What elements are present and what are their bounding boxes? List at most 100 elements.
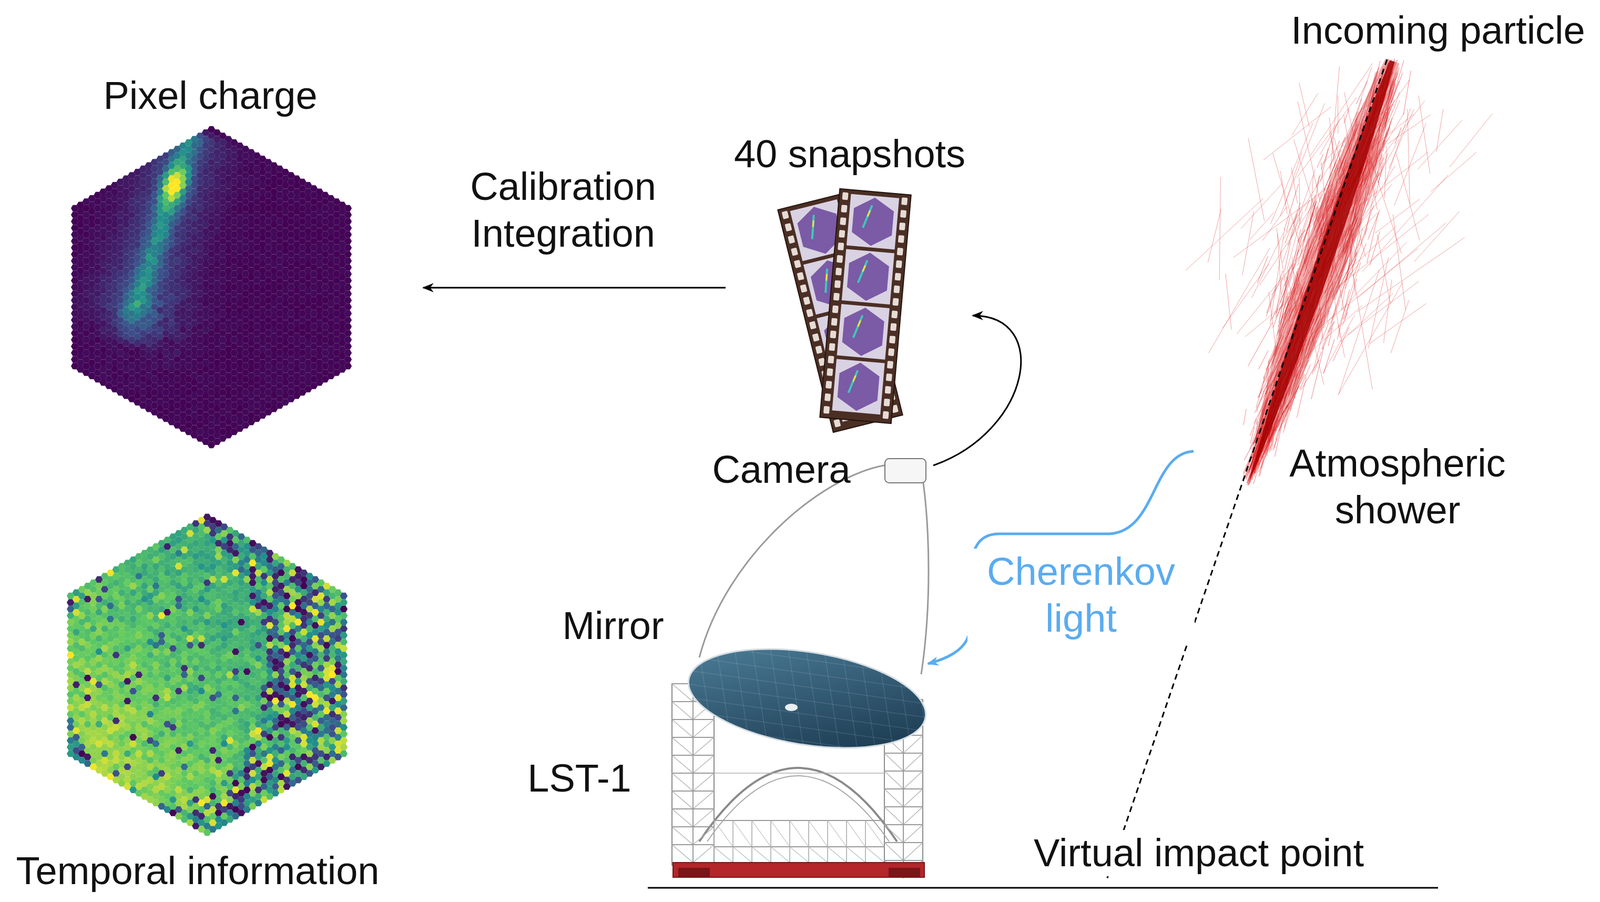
truss-beam — [692, 683, 694, 865]
frame-streak — [853, 314, 863, 339]
connector-arrow — [933, 315, 1022, 466]
particle-track — [1284, 152, 1302, 206]
particle-track — [1305, 200, 1310, 212]
node-heading: Temporal information — [16, 847, 380, 895]
frame-camera — [850, 195, 895, 248]
figure-node: 40 snapshots — [725, 128, 973, 421]
sprocket-hole — [827, 355, 834, 364]
particle-track — [1285, 202, 1301, 244]
facet-line — [928, 630, 950, 768]
particle-track — [1391, 73, 1403, 104]
particle-track — [1317, 154, 1324, 168]
truss-beam — [903, 824, 923, 843]
particle-track — [1273, 328, 1280, 356]
truss-beam — [789, 846, 809, 863]
truss-beam — [864, 820, 866, 863]
particle-track — [1357, 182, 1367, 209]
sprocket-hole — [837, 242, 844, 251]
truss-beam — [903, 842, 923, 861]
frame-camera — [841, 306, 886, 358]
particle-track — [1374, 199, 1420, 234]
sprocket-hole — [882, 411, 890, 420]
sprocket-hole — [839, 217, 847, 226]
sprocket-hole — [884, 385, 892, 394]
truss-beam — [884, 770, 904, 789]
particle-track — [1257, 256, 1268, 283]
frame-camera — [846, 250, 891, 303]
truss-beam — [732, 820, 734, 863]
figure-node: Mirror — [554, 599, 929, 758]
truss-beam — [714, 772, 885, 774]
particle-track — [1262, 206, 1288, 241]
node-heading: Mirror — [562, 602, 664, 650]
truss-beam — [714, 846, 733, 863]
truss-beam — [903, 806, 923, 825]
particle-track — [1240, 183, 1282, 229]
truss-beam — [714, 846, 885, 848]
figure-node: Atmospheric shower — [1193, 55, 1525, 537]
particle-track — [1225, 273, 1232, 330]
frame — [837, 303, 890, 360]
sprocket-hole — [828, 342, 835, 351]
particle-track — [1341, 111, 1358, 147]
truss-beam — [827, 846, 847, 863]
sprocket-hole — [894, 272, 902, 281]
frame — [841, 248, 895, 305]
truss-beam — [865, 820, 885, 847]
truss-beam — [751, 820, 753, 863]
particle-track — [1344, 272, 1351, 290]
particle-track — [1291, 229, 1301, 271]
particle-track — [1325, 184, 1333, 211]
frame-streak — [806, 215, 820, 240]
truss-beam — [671, 755, 694, 773]
truss-beam — [884, 788, 904, 807]
particle-track — [1403, 70, 1411, 115]
particle-track — [1394, 127, 1402, 144]
particle-track — [1303, 340, 1317, 369]
sprocket-hole — [806, 308, 814, 318]
particle-track — [1258, 350, 1269, 370]
particle-track — [1303, 245, 1311, 264]
truss-beam — [751, 820, 771, 847]
particle-track — [1343, 108, 1350, 124]
particle-track — [1387, 114, 1431, 145]
particle-track — [1323, 339, 1335, 374]
truss-beam — [846, 820, 866, 847]
truss-beam — [693, 755, 715, 773]
particle-track — [1360, 185, 1370, 211]
sprocket-hole — [892, 298, 899, 307]
pixel-charge-image — [64, 118, 359, 456]
particle-track — [1331, 279, 1341, 299]
particle-track — [1284, 241, 1291, 272]
particle-track — [1364, 188, 1375, 236]
film-snapshots — [777, 188, 911, 433]
figure-node: Temporal information — [4, 504, 421, 899]
facet-line — [678, 737, 942, 774]
particle-track — [1333, 157, 1340, 173]
node-heading: Atmospheric shower — [1274, 440, 1522, 534]
truss-beam — [770, 820, 772, 863]
edge-label: Calibration Integration — [446, 163, 680, 258]
particle-track — [1320, 148, 1329, 182]
particle-track — [1296, 97, 1357, 178]
particle-track — [1303, 200, 1317, 242]
particle-track — [1384, 146, 1387, 199]
particle-track — [1272, 275, 1293, 328]
truss-beam — [693, 844, 715, 863]
particle-track — [1352, 116, 1358, 142]
facet-line — [678, 682, 942, 720]
truss-beam — [884, 824, 904, 843]
frame-streak — [862, 265, 866, 272]
truss-beam — [884, 859, 923, 861]
truss-beam — [808, 820, 810, 863]
particle-track — [1299, 82, 1310, 127]
camera-body — [884, 458, 926, 483]
truss-beam — [693, 737, 715, 756]
sprocket-hole — [809, 320, 817, 330]
truss-beam — [693, 808, 715, 827]
sprocket-hole — [836, 255, 843, 263]
facet-line — [678, 709, 942, 747]
temporal-image — [59, 506, 355, 843]
truss-beam — [884, 752, 923, 754]
particle-track — [1222, 263, 1269, 328]
